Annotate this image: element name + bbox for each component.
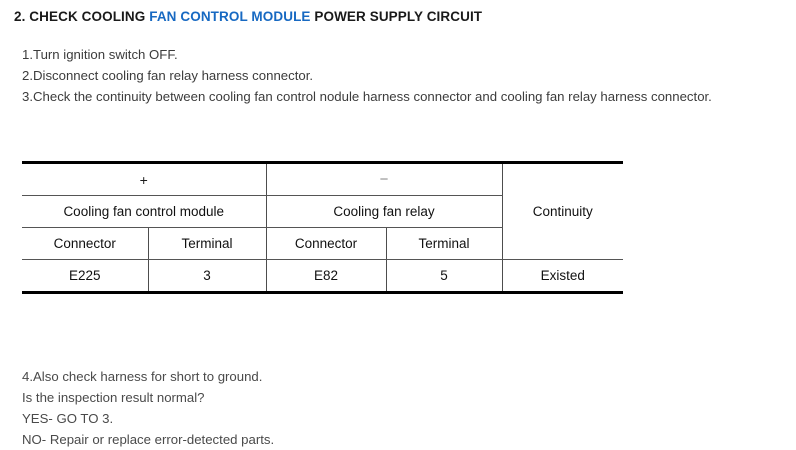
table-row-subheaders: Connector Terminal Connector Terminal	[22, 227, 623, 260]
step-line-2: 2.Disconnect cooling fan relay harness c…	[22, 68, 314, 83]
cell-value-right-terminal: 5	[385, 259, 503, 294]
cell-value-left-terminal: 3	[147, 259, 267, 294]
procedure-steps-bottom: 4.Also check harness for short to ground…	[22, 366, 274, 450]
cell-group-fan-relay: Cooling fan relay	[266, 195, 503, 228]
cell-subheader-left-connector: Connector	[22, 227, 148, 260]
page-title-prefix: 2. CHECK COOLING	[14, 9, 150, 24]
cell-value-right-connector: E82	[266, 259, 386, 294]
step-line-1: 1.Turn ignition switch OFF.	[22, 47, 178, 62]
table-row-data: E225 3 E82 5 Existed	[22, 259, 624, 294]
continuity-spec-table: + − Continuity Cooling fan control modul…	[22, 161, 624, 294]
step-line-3: 3.Check the continuity between cooling f…	[22, 89, 712, 104]
answer-line-no: NO- Repair or replace error-detected par…	[22, 432, 275, 447]
cell-subheader-left-terminal: Terminal	[147, 227, 267, 260]
question-line: Is the inspection result normal?	[22, 390, 205, 405]
table-row-polarity: + − Continuity	[22, 161, 624, 260]
answer-line-yes: YES- GO TO 3.	[22, 411, 114, 426]
cell-continuity-header: Continuity	[502, 161, 624, 260]
page-title-suffix: POWER SUPPLY CIRCUIT	[310, 9, 483, 24]
page-title-highlight: FAN CONTROL MODULE	[149, 9, 311, 24]
cell-value-left-connector: E225	[22, 259, 148, 294]
cell-polarity-positive: +	[22, 161, 267, 196]
procedure-steps-top: 1.Turn ignition switch OFF. 2.Disconnect…	[22, 44, 712, 107]
step-line-4: 4.Also check harness for short to ground…	[22, 369, 263, 384]
cell-subheader-right-connector: Connector	[266, 227, 386, 260]
cell-subheader-right-terminal: Terminal	[385, 227, 503, 260]
cell-value-continuity: Existed	[502, 259, 624, 294]
cell-polarity-negative: −	[266, 161, 503, 196]
cell-group-control-module: Cooling fan control module	[22, 195, 267, 228]
page-title: 2. CHECK COOLING FAN CONTROL MODULE POWE…	[14, 9, 482, 24]
continuity-spec-table-wrapper: + − Continuity Cooling fan control modul…	[22, 161, 624, 294]
